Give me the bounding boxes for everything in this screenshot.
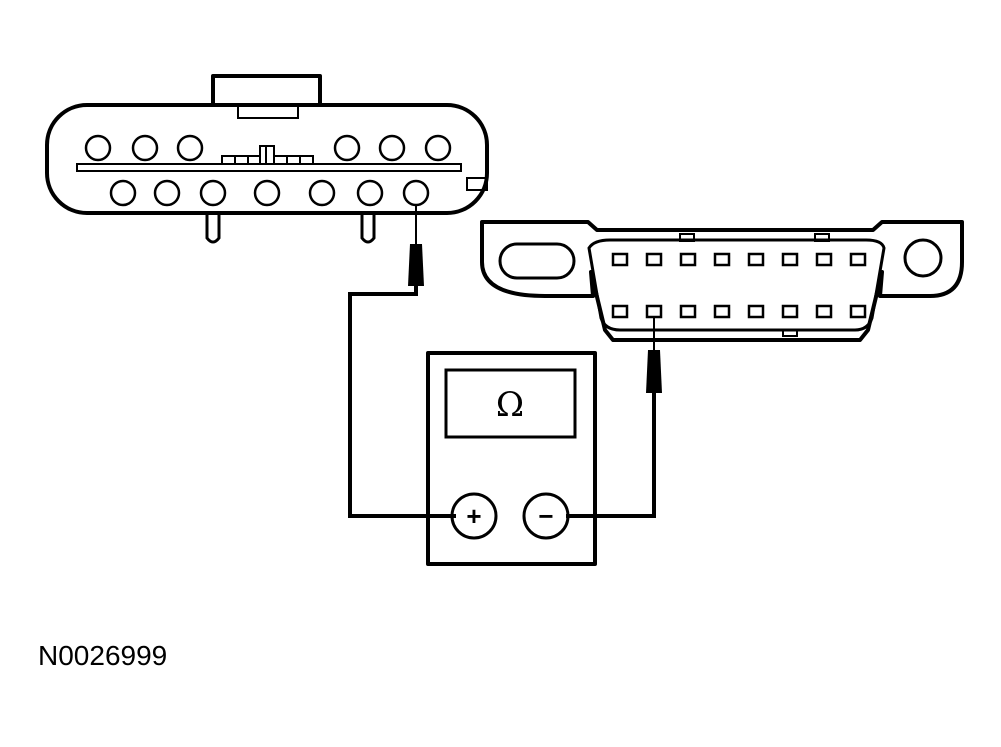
connector-side-key — [466, 177, 488, 191]
dlc-terminal — [747, 252, 765, 267]
connector-pin — [333, 134, 361, 162]
connector-pin — [199, 179, 227, 207]
dlc-terminal — [747, 304, 765, 319]
connector-pin — [378, 134, 406, 162]
connector-leg — [360, 213, 376, 244]
ohmmeter-display — [444, 368, 577, 439]
dlc-terminal — [781, 304, 799, 319]
connector-test-pin — [402, 179, 430, 207]
negative-terminal — [522, 492, 570, 540]
dlc-key-tab — [814, 233, 830, 242]
dlc-mounting-slot — [498, 242, 576, 280]
ohmmeter: Ω + − — [426, 351, 597, 566]
dlc-terminal — [611, 252, 629, 267]
connector-leg — [205, 213, 221, 244]
connector-top-pins — [84, 134, 452, 162]
connector-pin — [424, 134, 452, 162]
dlc-terminal — [679, 252, 697, 267]
connector-latch-tab — [211, 74, 322, 105]
positive-test-lead — [348, 286, 456, 518]
data-link-connector — [480, 220, 964, 342]
connector-pin — [176, 134, 204, 162]
dlc-mounting-hole — [903, 238, 943, 278]
connector-pin — [153, 179, 181, 207]
connector-latch-inner — [237, 105, 299, 119]
dlc-face — [587, 238, 886, 332]
ohmmeter-body — [426, 351, 597, 566]
figure-id-label: N0026999 — [38, 640, 168, 671]
dlc-terminal — [815, 304, 833, 319]
ohmmeter-display-symbol: Ω — [496, 385, 524, 425]
connector-pin — [84, 134, 112, 162]
connector-key-ribs — [221, 145, 314, 165]
connector-pin — [109, 179, 137, 207]
dlc-terminal — [781, 252, 799, 267]
dlc-terminal — [645, 252, 663, 267]
dlc-terminal — [713, 304, 731, 319]
dlc-top-terminals — [611, 252, 867, 267]
dlc-terminal — [611, 304, 629, 319]
positive-terminal-symbol: + — [466, 501, 481, 531]
connector-pin — [131, 134, 159, 162]
negative-test-lead — [566, 393, 656, 518]
dlc-bottom-terminals — [611, 304, 867, 319]
connector-pin — [308, 179, 336, 207]
connector-pin — [356, 179, 384, 207]
connector-separator-bar — [76, 163, 462, 172]
component-connector — [45, 74, 489, 244]
positive-terminal — [450, 492, 498, 540]
dlc-terminal — [849, 304, 867, 319]
positive-test-probe — [408, 205, 424, 286]
connector-bottom-pins — [109, 179, 430, 207]
dlc-terminal — [815, 252, 833, 267]
dlc-terminal — [849, 252, 867, 267]
dlc-housing — [480, 220, 964, 342]
dlc-test-terminal — [645, 304, 663, 319]
dlc-terminal — [713, 252, 731, 267]
connector-pin — [253, 179, 281, 207]
dlc-terminal — [679, 304, 697, 319]
dlc-key-tab — [679, 233, 695, 242]
negative-terminal-symbol: − — [538, 501, 553, 531]
connector-body — [45, 103, 489, 215]
negative-test-probe — [646, 318, 662, 393]
dlc-key-tab — [782, 329, 798, 337]
